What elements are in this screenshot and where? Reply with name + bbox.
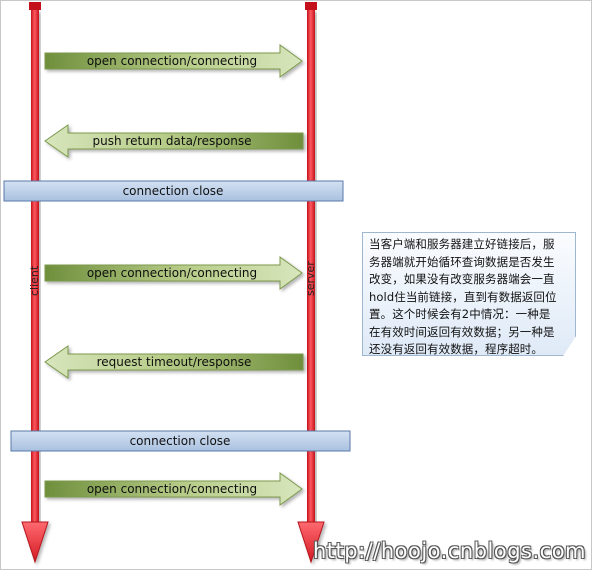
message-arrow-open-connection-2: open connection/connecting — [44, 256, 303, 290]
message-arrow-push-return: push return data/response — [44, 124, 304, 158]
explanation-note: 当客户端和服务器建立好链接后，服 务器端就开始循环查询数据是否发生 改变，如果没… — [362, 232, 576, 356]
message-arrow-request-timeout: request timeout/response — [44, 345, 304, 379]
note-line: hold住当前链接，直到有数据返回位 — [369, 289, 557, 304]
close-label-1: connection close — [123, 184, 224, 198]
client-label: client — [28, 265, 41, 296]
note-line: 务器端就开始循环查询数据是否发生 — [369, 254, 555, 269]
watermark-text: http://hoojo.cnblogs.com — [313, 539, 586, 563]
message-label-2: push return data/response — [93, 134, 252, 148]
note-line: 改变，如果没有改变服务器端会一直 — [369, 272, 555, 286]
message-label-5: open connection/connecting — [87, 482, 257, 496]
connection-close-box-2: connection close — [10, 430, 351, 452]
close-label-2: connection close — [130, 434, 231, 448]
client-lifeline: client — [21, 2, 49, 564]
message-arrow-open-connection-3: open connection/connecting — [44, 472, 303, 506]
note-line: 置。这个时候会有2中情况：一种是 — [369, 307, 551, 321]
note-line: 在有效时间返回有效数据；另一种是 — [369, 324, 555, 339]
message-label-3: open connection/connecting — [87, 266, 257, 280]
note-line: 当客户端和服务器建立好链接后，服 — [369, 237, 555, 251]
message-label-1: open connection/connecting — [87, 54, 257, 68]
server-label: server — [304, 261, 317, 296]
server-lifeline: server — [297, 2, 325, 564]
message-label-4: request timeout/response — [97, 355, 252, 369]
message-arrow-open-connection-1: open connection/connecting — [44, 44, 303, 78]
connection-close-box-1: connection close — [3, 180, 344, 202]
note-line: 还没有返回有效数据，程序超时。 — [369, 342, 543, 356]
